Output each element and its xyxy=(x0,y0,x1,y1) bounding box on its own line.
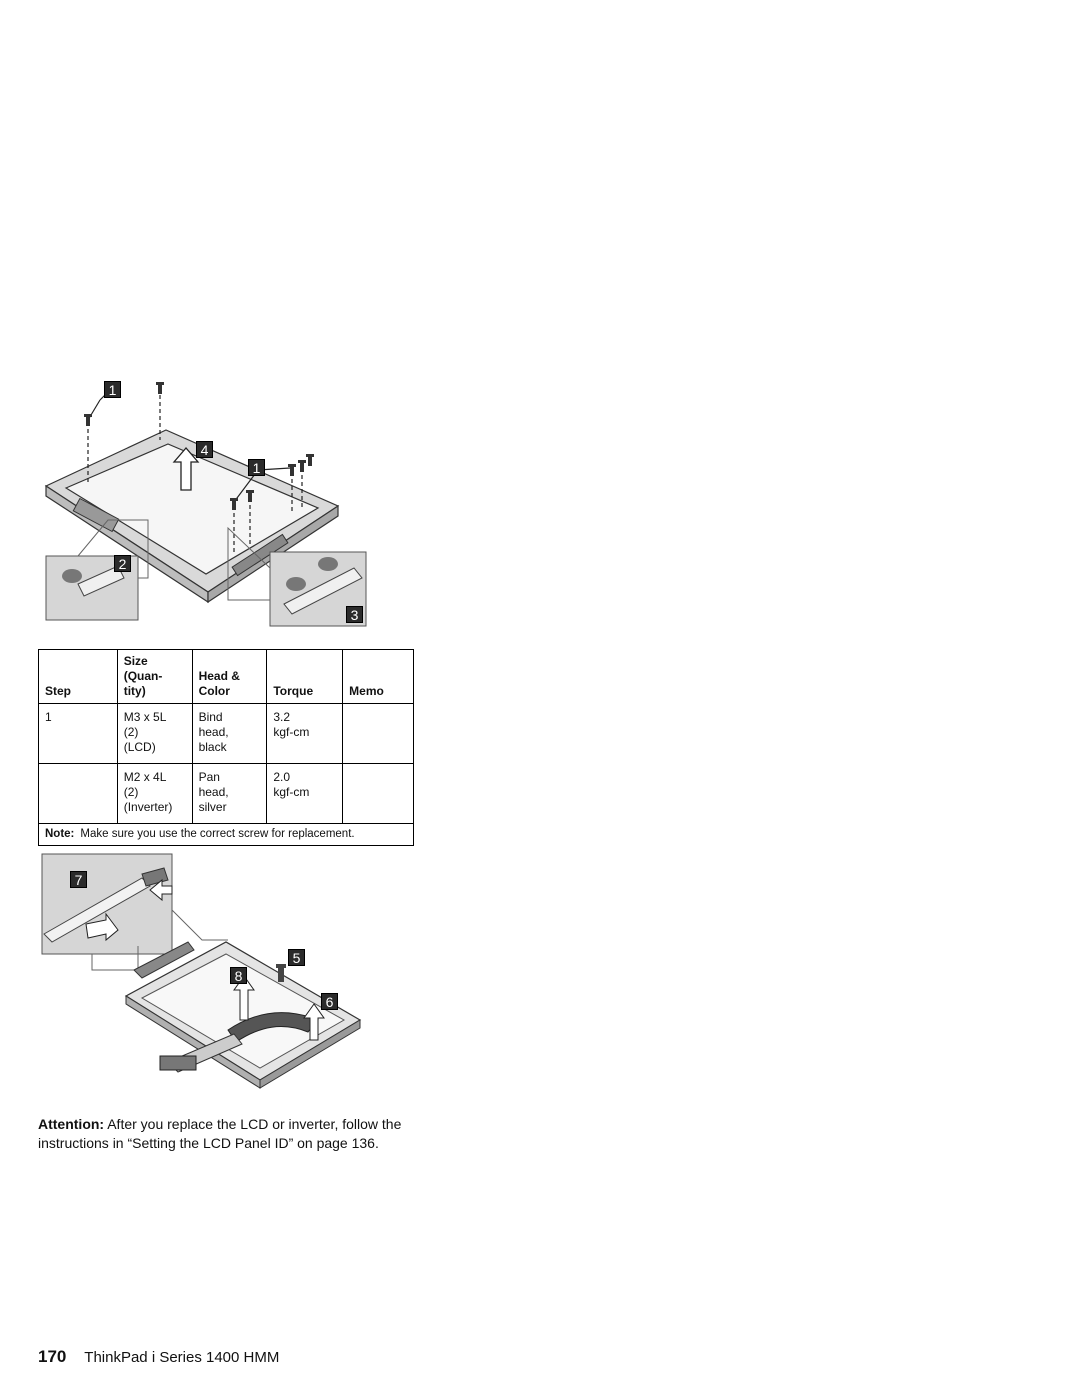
footer-title: ThinkPad i Series 1400 HMM xyxy=(84,1349,280,1366)
cell-torque: 3.2 kgf-cm xyxy=(266,703,344,764)
cell-size-line: (LCD) xyxy=(123,740,156,754)
note-label: Note: xyxy=(45,828,75,840)
cell-head-line: black xyxy=(198,740,227,754)
callout-8: 8 xyxy=(230,967,247,984)
lcd-removal-figure xyxy=(38,378,378,628)
cell-torque-line: kgf-cm xyxy=(273,785,310,799)
cell-size: M3 x 5L (2) (LCD) xyxy=(116,703,193,764)
callout-1-top: 1 xyxy=(104,381,121,398)
page-number: 170 xyxy=(38,1347,67,1366)
cell-size-line: (2) xyxy=(123,725,139,739)
cell-size-line: (Inverter) xyxy=(123,800,173,814)
cell-size-line: M3 x 5L xyxy=(123,710,167,724)
header-head-line1: Head & xyxy=(198,669,240,683)
attention-label: Attention: xyxy=(38,1116,105,1132)
header-size-line3: tity) xyxy=(123,684,146,698)
attention-text: After you replace the LCD or inverter, f… xyxy=(38,1116,402,1151)
attention-paragraph: Attention: After you replace the LCD or … xyxy=(38,1115,418,1153)
cell-head-line: head, xyxy=(198,785,229,799)
header-memo: Memo xyxy=(342,649,414,704)
cell-torque: 2.0 kgf-cm xyxy=(266,763,344,824)
cell-torque-line: 2.0 xyxy=(273,770,291,784)
callout-7: 7 xyxy=(70,871,87,888)
callout-3: 3 xyxy=(346,606,363,623)
header-size-line1: Size xyxy=(123,654,148,668)
page-footer: 170 ThinkPad i Series 1400 HMM xyxy=(38,1347,279,1367)
cell-step xyxy=(38,763,118,824)
note-text: Make sure you use the correct screw for … xyxy=(80,828,355,840)
callout-2: 2 xyxy=(114,555,131,572)
table-row: 1 M3 x 5L (2) (LCD) Bind head, black 3.2… xyxy=(38,703,414,764)
header-head-color: Head & Color xyxy=(191,649,268,704)
table-note-row: Note: Make sure you use the correct screw… xyxy=(38,823,414,846)
callout-4: 4 xyxy=(196,441,213,458)
callout-1-right: 1 xyxy=(248,459,265,476)
cell-head-line: silver xyxy=(198,800,227,814)
header-torque: Torque xyxy=(266,649,344,704)
cell-size-line: (2) xyxy=(123,785,139,799)
cell-size-line: M2 x 4L xyxy=(123,770,167,784)
cell-torque-line: 3.2 xyxy=(273,710,291,724)
cell-memo xyxy=(342,703,414,764)
cell-head-line: Bind xyxy=(198,710,223,724)
table-row: M2 x 4L (2) (Inverter) Pan head, silver … xyxy=(38,763,414,824)
cell-size: M2 x 4L (2) (Inverter) xyxy=(116,763,193,824)
table-note: Note: Make sure you use the correct screw… xyxy=(38,823,414,846)
cell-memo xyxy=(342,763,414,824)
callout-6: 6 xyxy=(321,993,338,1010)
cell-head: Pan head, silver xyxy=(191,763,268,824)
header-size: Size (Quan- tity) xyxy=(116,649,193,704)
cell-torque-line: kgf-cm xyxy=(273,725,310,739)
screw-table: Step Size (Quan- tity) Head & Color Torq… xyxy=(38,649,414,846)
header-size-line2: (Quan- xyxy=(123,669,163,683)
lcd-cable-figure xyxy=(38,850,378,1090)
cell-head-line: Pan xyxy=(198,770,220,784)
cell-step: 1 xyxy=(38,703,118,764)
header-step: Step xyxy=(38,649,118,704)
cell-head-line: head, xyxy=(198,725,229,739)
callout-5: 5 xyxy=(288,949,305,966)
cell-head: Bind head, black xyxy=(191,703,268,764)
header-head-line2: Color xyxy=(198,684,230,698)
